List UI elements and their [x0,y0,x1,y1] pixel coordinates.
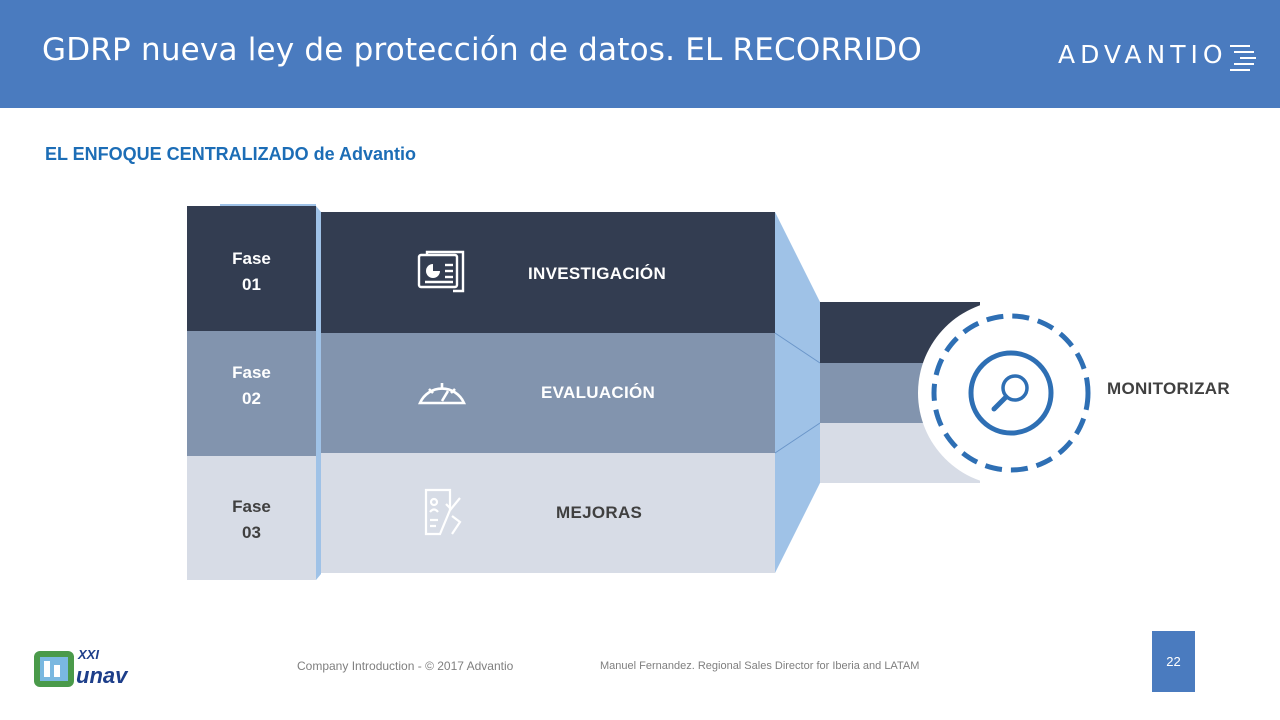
phase-3-block [187,456,316,580]
section-subtitle: EL ENFOQUE CENTRALIZADO de Advantio [45,144,417,164]
step-2-block [321,333,775,453]
phase-1-label: Fase 01 [232,249,271,294]
unav-logo: XXI unav [34,647,129,688]
step-1-label: INVESTIGACIÓN [528,264,667,283]
speedometer-icon [418,383,466,405]
funnel [775,212,820,573]
page-number: 22 [1152,631,1195,692]
footer-company: Company Introduction - © 2017 Advantio [297,659,514,673]
separator-strip [316,206,321,580]
monitor-label: MONITORIZAR [1107,379,1230,398]
footer-author: Manuel Fernandez. Regional Sales Directo… [600,660,920,672]
phase-2-block [187,331,316,456]
step-1-block [321,212,775,333]
phase-1-block [187,206,316,331]
presentation-icon [417,250,465,293]
phase-3-label: Fase 03 [232,497,271,542]
step-3-block [321,453,775,573]
monitor-circle [918,300,1104,486]
brand-mark-icon [1230,45,1256,71]
brand-logo-text: ADVANTIO [1058,40,1228,69]
checklist-document-icon [424,488,462,536]
phase-2-label: Fase 02 [232,363,271,408]
step-2-label: EVALUACIÓN [541,383,656,402]
svg-text:unav: unav [76,663,129,688]
step-3-label: MEJORAS [556,503,643,522]
svg-text:XXI: XXI [77,647,99,662]
slide-title: GDRP nueva ley de protección de datos. E… [42,32,922,68]
header-bar [0,0,1280,108]
